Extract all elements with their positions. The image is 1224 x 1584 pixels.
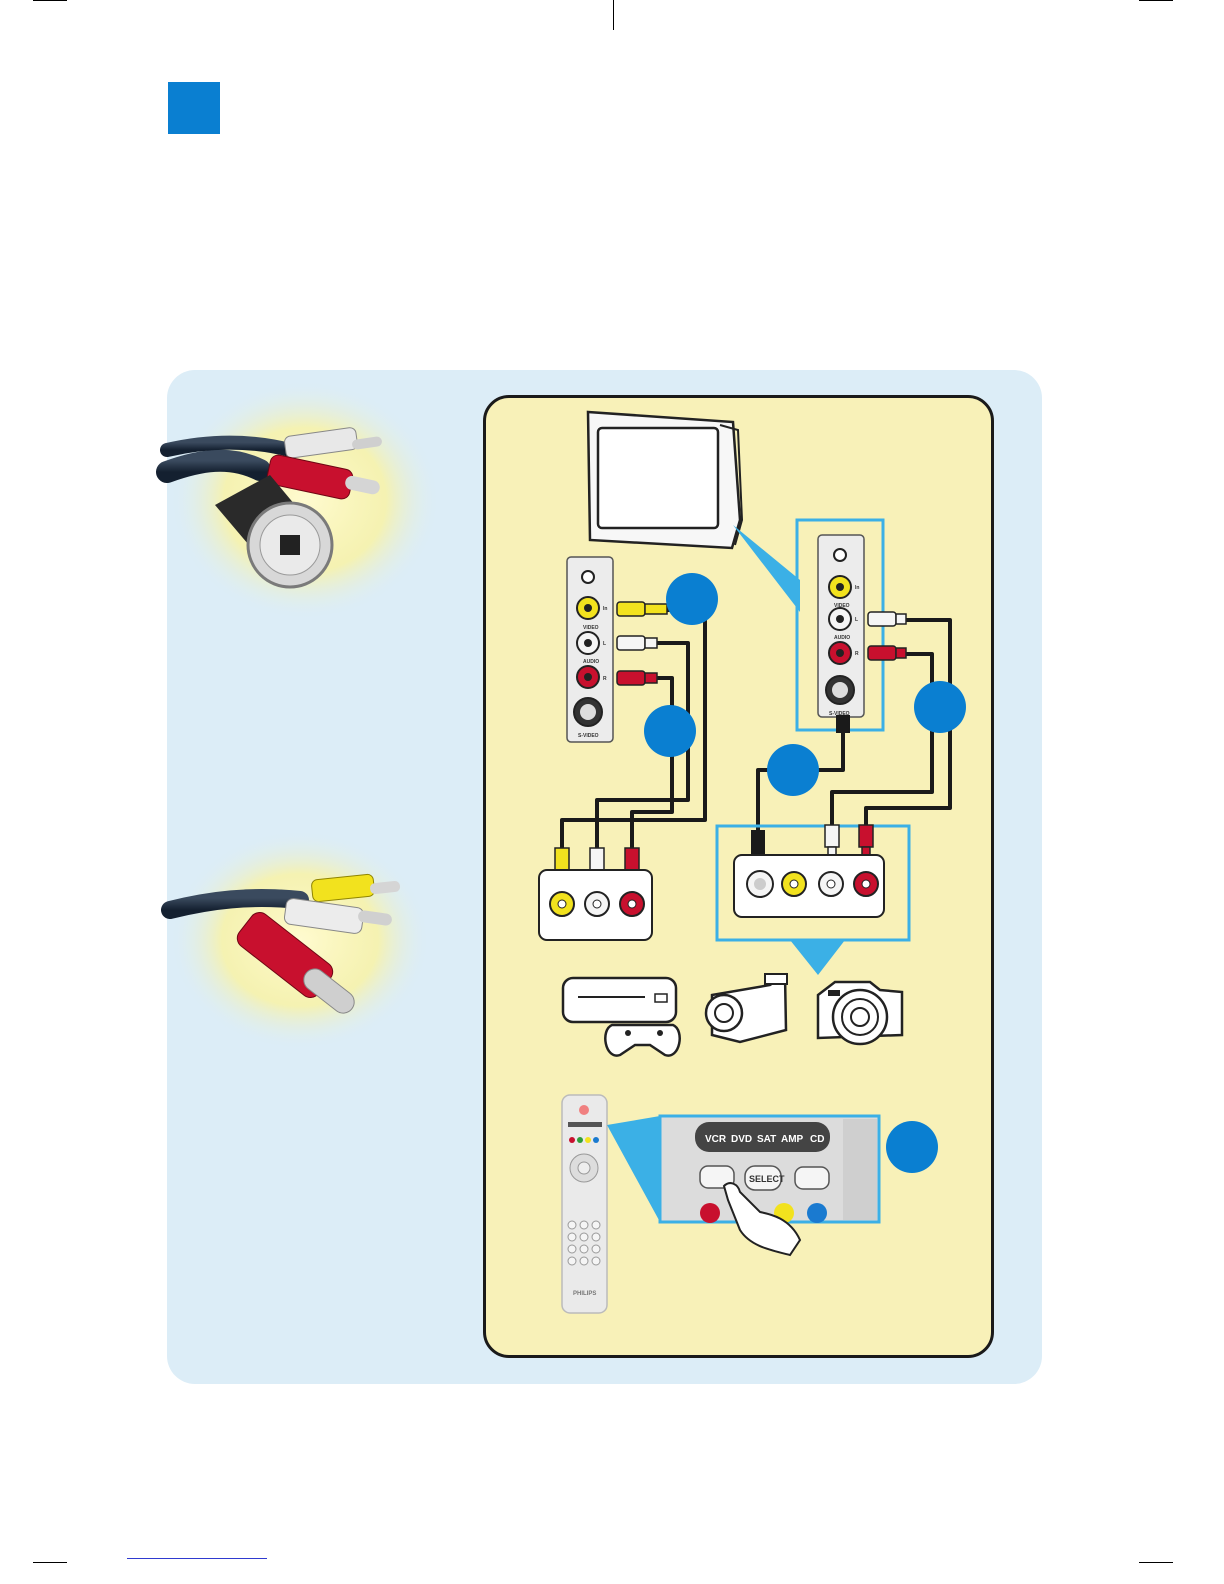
right-audio-label: R [855, 651, 859, 657]
svideo-audio-cable-image [167, 380, 440, 620]
step-circle [767, 744, 819, 796]
video-label: VIDEO [834, 603, 850, 609]
audio-label: AUDIO [583, 659, 599, 665]
svideo-label: S-VIDEO [578, 733, 599, 739]
right-audio-label: R [603, 676, 607, 682]
step-circle [666, 573, 718, 625]
remote-control-icon [562, 1095, 607, 1313]
audio-label: AUDIO [834, 635, 850, 641]
dvd-button: DVD [731, 1134, 752, 1145]
in-label: In [603, 606, 607, 612]
cd-button: CD [810, 1134, 824, 1145]
device-output-panel-left [539, 870, 652, 940]
tv-av-panel-right [818, 535, 864, 717]
in-label: In [855, 585, 859, 591]
device-side-plugs-right [751, 825, 873, 857]
amp-button: AMP [781, 1134, 804, 1145]
vcr-button: VCR [705, 1134, 727, 1145]
zoom-wedge [607, 1116, 660, 1222]
left-audio-label: L [603, 641, 606, 647]
zoom-wedge [790, 940, 845, 975]
digital-camera-icon [818, 982, 902, 1044]
device-output-panel-right [734, 855, 884, 917]
step-circle [644, 705, 696, 757]
left-audio-label: L [855, 617, 858, 623]
zoom-wedge [733, 525, 800, 612]
camcorder-icon [706, 974, 787, 1042]
footer-link-underline [127, 1558, 267, 1559]
game-console-icon [563, 978, 680, 1056]
remote-brand: PHILIPS [573, 1291, 596, 1297]
remote-zoom-panel [660, 1116, 879, 1223]
step-circle [914, 681, 966, 733]
sat-button: SAT [757, 1134, 776, 1145]
tv-av-panel-left [567, 557, 613, 742]
tv-icon [588, 412, 742, 548]
select-button: SELECT [749, 1174, 785, 1184]
step-circle [886, 1121, 938, 1173]
composite-av-cable-image [170, 830, 430, 1050]
video-label: VIDEO [583, 625, 599, 631]
